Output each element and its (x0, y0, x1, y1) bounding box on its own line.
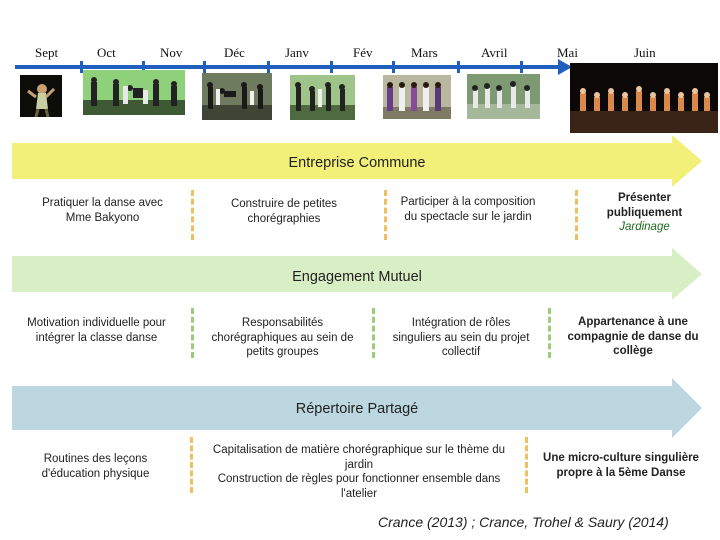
timeline-tick (392, 61, 395, 73)
cell-capitalisation-construction: Capitalisation de matière chorégraphique… (200, 443, 518, 501)
band-title: Engagement Mutuel (292, 269, 422, 285)
divider (190, 437, 193, 493)
month-label-mars: Mars (411, 45, 438, 60)
month-label-fev: Fév (353, 45, 373, 60)
cell-routines-lecons: Routines des leçons d'éducation physique (41, 453, 150, 480)
photo-dancer-solo (20, 75, 62, 117)
month-label-dec: Déc (224, 45, 245, 60)
band-entreprise-commune: Entreprise Commune (12, 135, 702, 187)
divider (548, 308, 551, 358)
cell-presenter-publiquement-text: Présenter publiquement (606, 192, 683, 219)
photo-dance-group-green (83, 70, 185, 115)
photo-dance-group-line (383, 75, 451, 119)
timeline-tick (203, 61, 206, 73)
band-title: Répertoire Partagé (295, 401, 419, 417)
photo-dance-group-rehearsal (202, 73, 272, 120)
band-arrowhead (672, 248, 702, 300)
divider (372, 308, 375, 358)
photo-dance-group-gym (290, 75, 355, 120)
month-label-oct: Oct (97, 45, 116, 60)
divider (191, 190, 194, 240)
month-label-janv: Janv (285, 45, 309, 60)
band-body (12, 256, 674, 292)
timeline-arrowhead (558, 59, 572, 75)
cell-motivation-individuelle: Motivation individuelle pour intégrer la… (27, 317, 166, 344)
cell-presenter-publiquement: Présenter publiquement Jardinage (593, 191, 696, 235)
photo-dance-group-stage (467, 74, 540, 119)
cell-jardinage-text: Jardinage (619, 221, 670, 233)
cell-construction-regles-text: Construction de règles pour fonctionner … (217, 473, 501, 500)
photo-final-performance (570, 63, 718, 133)
cell-participer-composition: Participer à la composition du spectacle… (400, 196, 536, 223)
timeline-tick (520, 61, 523, 73)
month-label-nov: Nov (160, 45, 183, 60)
timeline-tick (142, 61, 145, 73)
band-engagement-mutuel: Engagement Mutuel (12, 248, 702, 300)
cell-integration-roles: Intégration de rôles singuliers au sein … (392, 317, 530, 358)
month-label-sept: Sept (35, 45, 59, 60)
band-title: Entreprise Commune (288, 155, 426, 171)
cell-responsabilites-choregraphiques: Responsabilités chorégraphiques au sein … (211, 317, 354, 358)
timeline-tick (457, 61, 460, 73)
citation: Crance (2013) ; Crance, Trohel & Saury (… (378, 514, 669, 530)
timeline-tick (80, 61, 83, 73)
cell-capitalisation-text: Capitalisation de matière chorégraphique… (212, 444, 506, 471)
month-label-avril: Avril (481, 45, 508, 60)
divider (384, 190, 387, 240)
band-arrowhead (672, 378, 702, 438)
timeline-tick (330, 61, 333, 73)
cell-appartenance-compagnie: Appartenance à une compagnie de danse du… (567, 316, 699, 357)
month-label-mai: Mai (557, 45, 578, 60)
divider (191, 308, 194, 358)
band-body (12, 143, 674, 179)
cell-pratiquer-danse: Pratiquer la danse avec Mme Bakyono (42, 197, 163, 224)
band-repertoire-partage: Répertoire Partagé (12, 378, 702, 438)
divider (525, 437, 528, 493)
divider (575, 190, 578, 240)
cell-micro-culture: Une micro-culture singulière propre à la… (543, 452, 699, 479)
band-arrowhead (672, 135, 702, 187)
band-body (12, 386, 674, 430)
cell-construire-choregraphies: Construire de petites chorégraphies (230, 198, 338, 225)
timeline-tick (267, 61, 270, 73)
timeline-axis (15, 65, 560, 69)
month-label-juin: Juin (634, 45, 656, 60)
